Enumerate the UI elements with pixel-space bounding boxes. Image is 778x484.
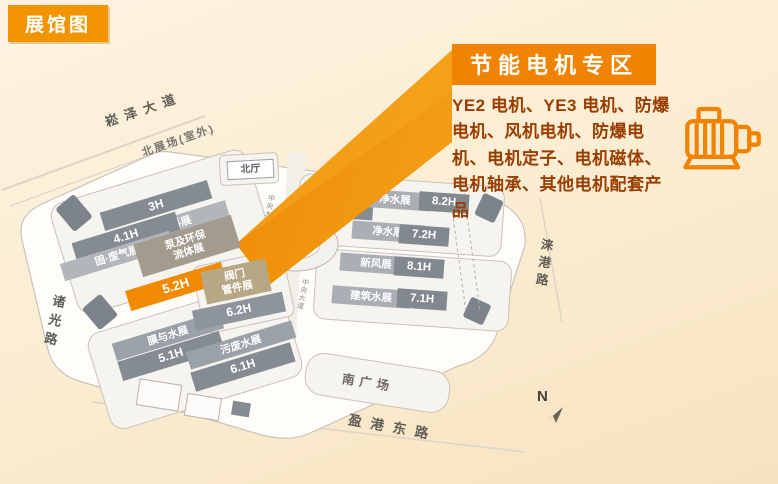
hall-81h-number: 8.1H bbox=[393, 256, 445, 279]
page-title-badge: 展馆图 bbox=[8, 5, 109, 42]
wedge-se bbox=[463, 297, 491, 325]
wedge-sw bbox=[83, 294, 117, 330]
callout-body-text: YE2 电机、YE3 电机、防爆电机、风机电机、防爆电机、电机定子、电机磁体、电… bbox=[452, 96, 670, 221]
road-label-songze: 崧泽大道 bbox=[103, 89, 184, 130]
wedge-nw bbox=[56, 195, 92, 231]
callout-title: 节能电机专区 bbox=[452, 44, 657, 85]
road-label-laigang: 涞港路 bbox=[532, 237, 554, 292]
road-line-songze bbox=[1, 115, 206, 191]
motor-icon bbox=[683, 106, 761, 170]
hall-72h-number: 7.2H bbox=[398, 224, 450, 247]
area-label-central-ave-north: 中央大道 bbox=[261, 193, 276, 227]
road-label-yinggang: 盈港东路 bbox=[347, 412, 439, 443]
block-southwest-2 bbox=[183, 392, 223, 422]
callout-motor-zone: 节能电机专区 YE2 电机、YE3 电机、防爆电机、风机电机、防爆电机、电机定子… bbox=[452, 44, 774, 225]
compass: N bbox=[537, 388, 565, 430]
central-ring-core bbox=[286, 238, 306, 250]
area-label-central-ave-south: 中央大道 bbox=[295, 277, 310, 311]
road-line-yinggang bbox=[91, 401, 526, 453]
road-label-north-ground: 北展场(室外) bbox=[140, 122, 217, 160]
block-southwest-3 bbox=[231, 400, 251, 418]
hall-71h-number: 7.1H bbox=[396, 288, 448, 311]
area-label-south-plaza: 南广场 bbox=[340, 371, 396, 395]
north-hall-box: 北厅 bbox=[226, 158, 275, 181]
road-label-zhuguang: 诸光路 bbox=[40, 293, 67, 352]
compass-arrow-icon bbox=[547, 407, 563, 423]
block-southwest-1 bbox=[135, 378, 183, 412]
avenue-vertical bbox=[278, 151, 306, 341]
compass-north-label: N bbox=[537, 388, 548, 405]
central-ring-inner bbox=[271, 228, 321, 260]
